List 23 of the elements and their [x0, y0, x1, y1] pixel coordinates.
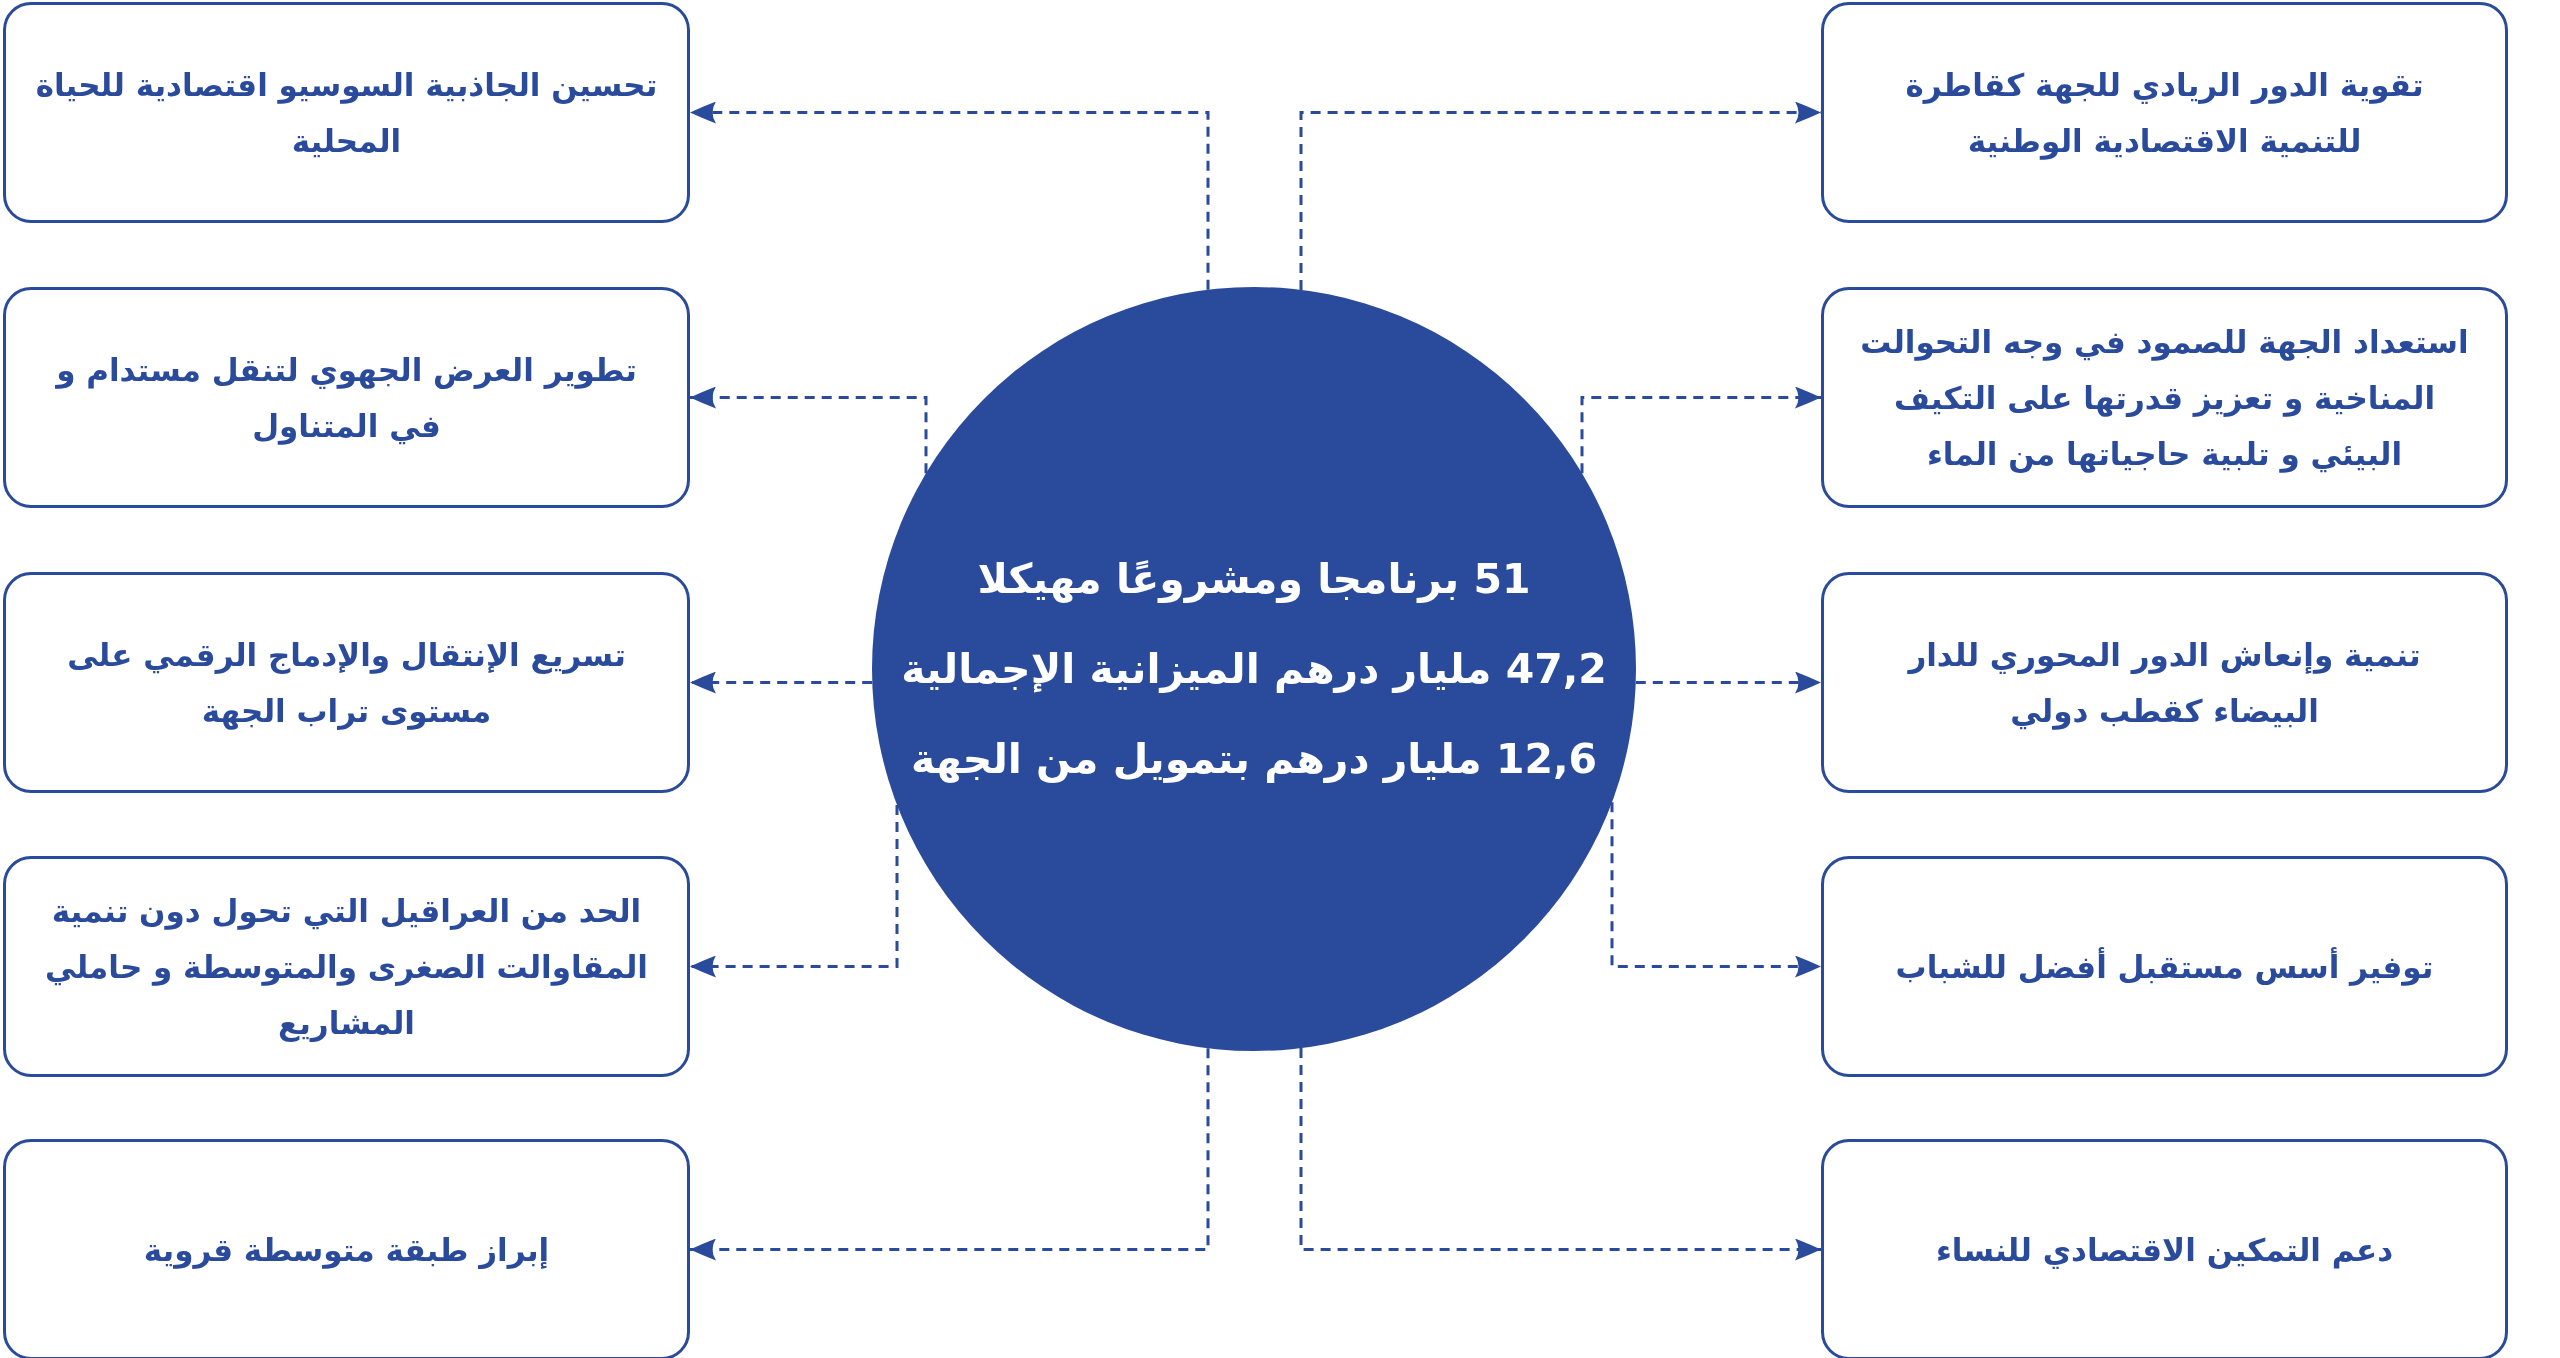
box-text: تنمية وإنعاش الدور المحوري للدار البيضاء كقطب دولي [1906, 635, 2422, 732]
rounded-box [1821, 2, 2508, 223]
rounded-box [3, 856, 690, 1077]
box-text: توفير أسس مستقبل أفضل للشباب [1895, 946, 2434, 988]
rounded-box [3, 2, 690, 223]
box-text: تطوير العرض الجهوي لتنقل مستدام و في المتناول [54, 350, 638, 447]
circle-text: 51 برنامجا ومشروعًا مهيكلا [977, 554, 1531, 605]
rounded-box [3, 287, 690, 508]
circle-text: 12,6 مليار درهم بتمويل من الجهة [910, 734, 1598, 785]
box-text: استعداد الجهة للصمود في وجه التحوالت المناخية و تعزيز قدرتها على التكيف البيئي و تلبية حاجياتها من الماء [1859, 322, 2470, 475]
circle-text: 47,2 مليار درهم الميزانية الإجمالية [901, 644, 1607, 695]
rounded-box [1821, 572, 2508, 793]
rounded-box [1821, 1139, 2508, 1358]
box-text: تسريع الإنتقال والإدماج الرقمي على مستوى تراب الجهة [66, 635, 627, 732]
rounded-box [1821, 287, 2508, 508]
rounded-box [3, 572, 690, 793]
rounded-box [1821, 856, 2508, 1077]
box-text: تحسين الجاذبية السوسيو اقتصادية للحياة المحلية [34, 65, 659, 161]
box-text: الحد من العراقيل التي تحول دون تنمية المقاوالت الصغرى والمتوسطة و حاملي المشاريع [44, 891, 649, 1044]
rounded-box [3, 1139, 690, 1358]
box-text: دعم التمكين الاقتصادي للنساء [1935, 1230, 2394, 1271]
box-text: تقوية الدور الريادي للجهة كقاطرة للتنمية الاقتصادية الوطنية [1904, 65, 2425, 162]
box-text: إبراز طبقة متوسطة قروية [143, 1230, 550, 1271]
